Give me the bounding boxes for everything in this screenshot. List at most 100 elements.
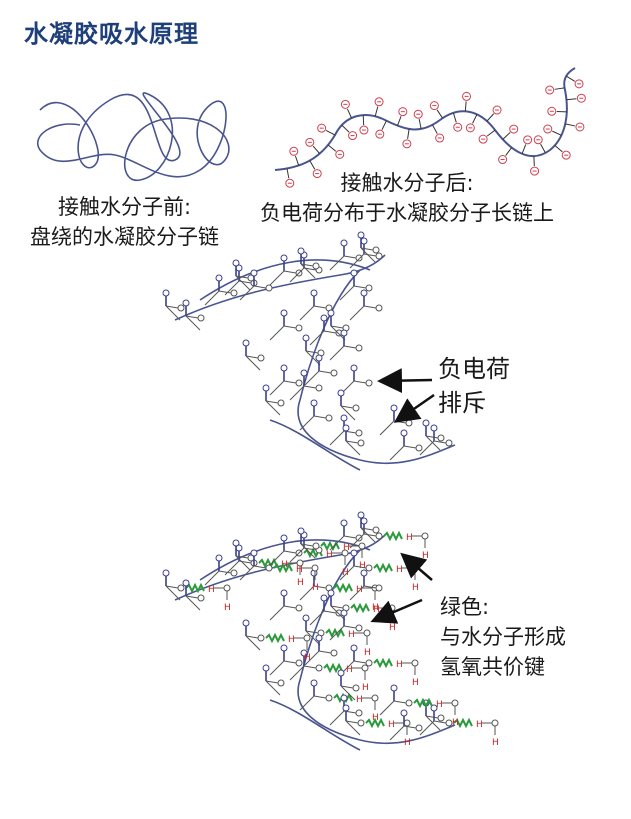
oxygen-atom (232, 259, 240, 267)
oxygen-bond (318, 650, 332, 654)
oxygen-atom (312, 262, 320, 270)
oxygen-atom (390, 404, 398, 412)
oxygen-atom (250, 269, 258, 277)
side-chain (305, 630, 321, 646)
oxygen-atom (365, 379, 373, 387)
charge-stem (294, 155, 300, 166)
hydrogen-atom: H (312, 583, 319, 593)
oxygen-atom (375, 252, 383, 260)
oxygen-atom (342, 424, 350, 432)
hydrogen-bond-spring (185, 582, 205, 594)
hydrogen-atom: H (208, 585, 215, 595)
oxygen-bond (363, 533, 377, 537)
arrow-repel-1 (377, 368, 433, 394)
hydrogen-bond-spring (323, 662, 343, 674)
oxygen-bond (323, 330, 337, 334)
side-chain (265, 400, 281, 416)
oxygen-atom (215, 554, 223, 562)
oxygen-bond (283, 605, 297, 609)
oxygen-atom (375, 304, 383, 312)
charge-stem (396, 116, 402, 126)
oxygen-atom (352, 684, 360, 692)
side-chain (265, 680, 281, 696)
oxygen-atom (342, 704, 350, 712)
oxygen-atom (415, 444, 423, 452)
oxygen-atom (350, 549, 358, 557)
oxygen-bond (313, 585, 327, 589)
oxygen-atom (242, 339, 250, 347)
oxygen-bond (253, 565, 267, 569)
oxygen-bond (185, 315, 199, 319)
water-oxygen (491, 719, 499, 727)
oxygen-bond (343, 625, 357, 629)
oxygen-bond (340, 685, 354, 689)
oxygen-atom (400, 429, 408, 437)
hydrogen-bond-spring (350, 602, 370, 614)
oxygen-atom (357, 231, 365, 239)
oxygen-bond (345, 720, 359, 724)
oxygen-bond (300, 263, 314, 267)
oxygen-bond (425, 715, 439, 719)
oxygen-bond (283, 550, 297, 554)
water-oxygen (223, 584, 231, 592)
oxygen-bond (303, 385, 317, 389)
side-chain (300, 263, 316, 279)
charge-stem (486, 113, 495, 122)
hydrogen-atom: H (404, 738, 411, 748)
oxygen-bond (313, 695, 327, 699)
side-chain (309, 330, 325, 346)
oxygen-atom (350, 644, 358, 652)
oxygen-atom (280, 309, 288, 317)
water-oxygen (363, 629, 371, 637)
stretched-chain (274, 67, 576, 171)
polymer-backbone (199, 539, 371, 581)
oxygen-bond (265, 680, 279, 684)
charge-stem (565, 75, 576, 82)
oxygen-atom (330, 649, 338, 657)
oxygen-atom (230, 569, 238, 577)
oxygen-atom (277, 399, 285, 407)
oxygen-bond (235, 275, 249, 279)
side-chain (425, 435, 441, 451)
oxygen-bond (343, 535, 357, 539)
oxygen-atom (327, 589, 335, 597)
oxygen-bond (218, 570, 232, 574)
oxygen-atom (445, 439, 453, 447)
oxygen-atom (352, 404, 360, 412)
water-oxygen (388, 604, 396, 612)
side-chain (269, 550, 285, 566)
oxygen-atom (415, 724, 423, 732)
oxygen-bond (318, 370, 332, 374)
oxygen-atom (295, 604, 303, 612)
oxygen-atom (327, 309, 335, 317)
oxygen-atom (280, 254, 288, 262)
oxygen-atom (300, 649, 308, 657)
oxygen-atom (365, 564, 373, 572)
oxygen-atom (390, 684, 398, 692)
label-hydrogen-bond: 绿色: 与水分子形成 氢氧共价键 (440, 592, 566, 682)
oxygen-atom (295, 379, 303, 387)
hydrogen-atom: H (364, 648, 371, 658)
side-chain (185, 315, 201, 331)
oxygen-atom (437, 714, 445, 722)
side-chain (345, 720, 361, 736)
side-chain (329, 535, 345, 551)
polymer-backbone (174, 254, 386, 321)
oxygen-bond (185, 595, 199, 599)
oxygen-bond (363, 253, 377, 257)
negative-charge-group (285, 75, 586, 188)
oxygen-atom (372, 526, 380, 534)
oxygen-bond (393, 420, 407, 424)
oxygen-bond (283, 325, 297, 329)
hydrogen-atom: H (224, 603, 231, 613)
oxygen-atom (400, 709, 408, 717)
oxygen-atom (310, 679, 318, 687)
side-chain (165, 585, 181, 601)
oxygen-atom (250, 549, 258, 557)
coiled-chain (37, 92, 230, 181)
oxygen-atom (262, 664, 270, 672)
side-chain (165, 305, 181, 321)
oxygen-atom (320, 594, 328, 602)
oxygen-bond (283, 380, 297, 384)
oxygen-bond (253, 285, 267, 289)
